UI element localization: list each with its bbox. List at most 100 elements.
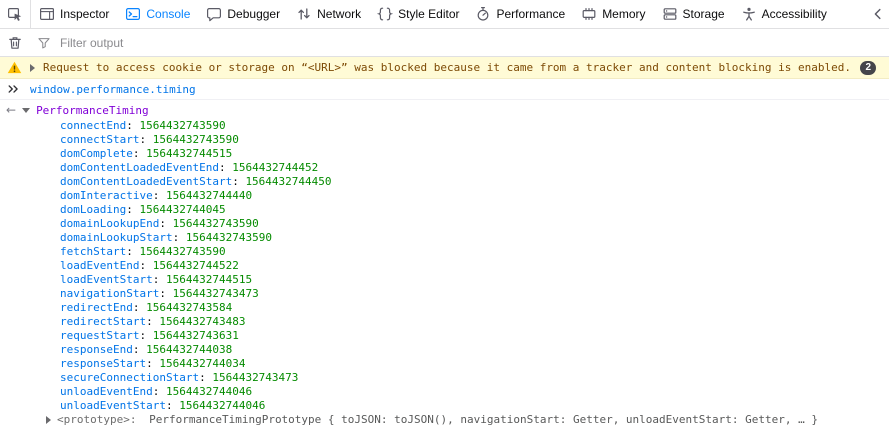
property-value: 1564432743590 <box>185 230 272 244</box>
property-name: responseEnd <box>60 343 146 356</box>
command-echo-row: window.performance.timing <box>0 79 889 100</box>
tab-label: Memory <box>602 7 646 21</box>
expand-arrow-icon[interactable] <box>30 63 35 72</box>
filter-output-input[interactable] <box>58 34 889 51</box>
property-name: fetchStart <box>60 245 139 258</box>
braces-icon <box>377 7 394 21</box>
object-property-row: domComplete1564432744515 <box>0 146 889 160</box>
console-icon <box>126 7 141 21</box>
object-property-row: requestStart1564432743631 <box>0 328 889 342</box>
tab-console[interactable]: Console <box>117 0 198 28</box>
object-property-row: domLoading1564432744045 <box>0 202 889 216</box>
property-value: 1564432743584 <box>146 300 233 314</box>
property-value: 1564432744450 <box>245 174 332 188</box>
property-value: 1564432743590 <box>139 244 226 258</box>
property-value: 1564432743473 <box>172 286 259 300</box>
property-name: connectStart <box>60 133 153 146</box>
evaluation-result-row: ← PerformanceTiming <box>0 102 889 118</box>
property-name: secureConnectionStart <box>60 371 212 384</box>
property-value: 1564432743590 <box>139 118 226 132</box>
prototype-row: <prototype> PerformanceTimingPrototype { … <box>0 412 889 427</box>
object-property-row: domContentLoadedEventStart1564432744450 <box>0 174 889 188</box>
object-property-row: domInteractive1564432744440 <box>0 188 889 202</box>
result-arrow-icon: ← <box>6 103 17 117</box>
prototype-label: <prototype> <box>57 413 143 426</box>
object-property-row: unloadEventStart1564432744046 <box>0 398 889 412</box>
tab-label: Inspector <box>60 7 110 21</box>
filter-box <box>37 34 889 51</box>
property-name: redirectEnd <box>60 301 146 314</box>
prototype-value: PerformanceTimingPrototype { toJSON: toJ… <box>149 413 818 426</box>
tab-label: Console <box>146 7 191 21</box>
tab-accessibility[interactable]: Accessibility <box>733 0 835 28</box>
property-name: unloadEventEnd <box>60 385 166 398</box>
tab-storage[interactable]: Storage <box>654 0 733 28</box>
property-name: unloadEventStart <box>60 399 179 412</box>
tab-memory[interactable]: Memory <box>573 0 653 28</box>
object-property-row: redirectStart1564432743483 <box>0 314 889 328</box>
pick-element-button[interactable] <box>0 0 30 28</box>
object-property-row: fetchStart1564432743590 <box>0 244 889 258</box>
property-value: 1564432744452 <box>232 160 319 174</box>
property-value: 1564432744046 <box>165 384 253 398</box>
object-property-row: domainLookupStart1564432743590 <box>0 230 889 244</box>
trash-icon <box>9 36 21 49</box>
expand-toggle-icon[interactable] <box>46 415 51 424</box>
property-name: loadEventEnd <box>60 259 153 272</box>
property-value: 1564432743483 <box>159 314 246 328</box>
pick-element-icon <box>8 7 22 21</box>
warning-message-text: Request to access cookie or storage on “… <box>43 61 851 74</box>
clear-console-button[interactable] <box>0 35 30 51</box>
collapse-toggle-icon[interactable] <box>22 107 31 113</box>
stopwatch-icon <box>478 7 489 21</box>
filter-funnel-icon <box>38 37 50 48</box>
property-value: 1564432744038 <box>146 342 233 356</box>
property-name: requestStart <box>60 329 153 342</box>
property-value: 1564432743473 <box>212 370 299 384</box>
inspector-icon <box>40 7 55 21</box>
object-property-row: loadEventEnd1564432744522 <box>0 258 889 272</box>
object-property-row: connectEnd1564432743590 <box>0 118 889 132</box>
debugger-icon <box>207 8 222 22</box>
tab-performance[interactable]: Performance <box>467 0 573 28</box>
property-name: connectEnd <box>60 119 139 132</box>
tab-style-editor[interactable]: Style Editor <box>369 0 467 28</box>
property-value: 1564432744045 <box>139 202 226 216</box>
warning-icon <box>7 61 22 74</box>
property-name: domLoading <box>60 203 139 216</box>
tab-debugger[interactable]: Debugger <box>198 0 288 28</box>
memory-chip-icon <box>582 8 596 20</box>
property-value: 1564432743590 <box>152 132 239 146</box>
property-value: 1564432743631 <box>152 328 239 342</box>
property-name: domComplete <box>60 147 146 160</box>
object-class-name[interactable]: PerformanceTiming <box>36 103 149 117</box>
devtools-tabbar: Inspector Console Debugger Network Style… <box>0 0 889 29</box>
tab-label: Storage <box>682 7 725 21</box>
tab-network[interactable]: Network <box>288 0 369 28</box>
property-name: domainLookupEnd <box>60 217 173 230</box>
input-prompt-icon <box>8 85 18 93</box>
tab-label: Debugger <box>227 7 281 21</box>
storage-icon <box>663 8 676 20</box>
property-name: domainLookupStart <box>60 231 186 244</box>
network-icon <box>298 8 310 20</box>
chevron-left-icon <box>874 8 881 20</box>
overflow-chevron-button[interactable] <box>867 0 889 28</box>
object-property-row: domContentLoadedEventEnd1564432744452 <box>0 160 889 174</box>
tab-inspector[interactable]: Inspector <box>31 0 117 28</box>
object-property-row: responseStart1564432744034 <box>0 356 889 370</box>
property-name: navigationStart <box>60 287 173 300</box>
property-value: 1564432744034 <box>159 356 246 370</box>
property-name: redirectStart <box>60 315 159 328</box>
divider <box>30 0 31 28</box>
warning-message-row: Request to access cookie or storage on “… <box>0 57 889 79</box>
object-property-row: responseEnd1564432744038 <box>0 342 889 356</box>
property-name: loadEventStart <box>60 273 166 286</box>
command-text: window.performance.timing <box>30 82 196 96</box>
object-property-row: unloadEventEnd1564432744046 <box>0 384 889 398</box>
tab-label: Style Editor <box>398 7 460 21</box>
tab-label: Performance <box>496 7 566 21</box>
object-property-row: domainLookupEnd1564432743590 <box>0 216 889 230</box>
count-badge: 2 <box>860 60 876 75</box>
